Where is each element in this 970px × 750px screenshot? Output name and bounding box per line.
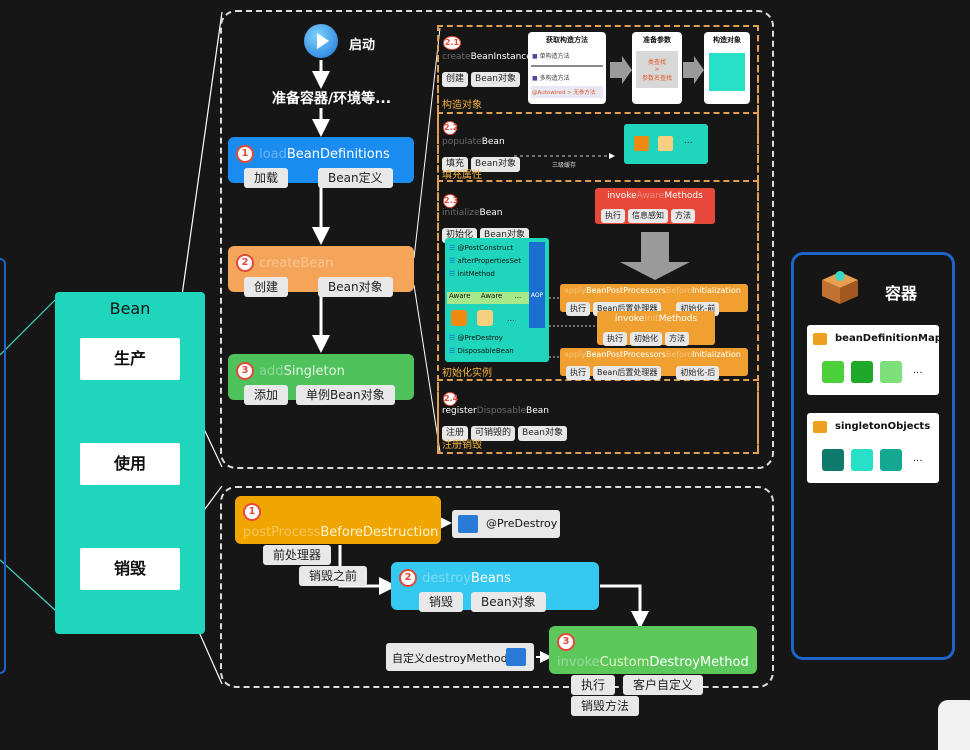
cache-label: 三级缓存 (552, 162, 577, 169)
chip: 创建 (244, 276, 289, 297)
section-2-2-label: 填充属性 (442, 170, 482, 181)
list-icon (458, 515, 478, 533)
teal-line-bottom (0, 559, 56, 611)
section-2-3-title: initializeBean (442, 208, 503, 218)
section-2-1-number: 2.1 (443, 32, 461, 51)
play-icon[interactable] (304, 24, 338, 58)
step-load-bean-definitions[interactable]: 1 loadBeanDefinitions 加载 Bean定义 (228, 137, 414, 188)
line-produce-top (175, 11, 223, 339)
chip: Bean定义 (318, 167, 393, 188)
step-prefix: load (259, 147, 287, 162)
section-2-3-label: 初始化实例 (442, 368, 492, 379)
section-2-4-label: 注册销毁 (442, 440, 482, 451)
section-2-1-label: 构造对象 (442, 100, 482, 111)
custom-destroy-tag: 自定义destroyMethod (386, 643, 534, 671)
stage-use[interactable]: 使用 (80, 443, 180, 485)
arrow-destroy-invoke (600, 584, 649, 629)
step-number: 1 (236, 144, 254, 163)
predestroy-tag: @PreDestroy (452, 510, 560, 538)
step-number: 2 (236, 253, 254, 272)
step-add-singleton[interactable]: 3 addSingleton 添加单例Bean对象 (228, 354, 414, 405)
chip: 单例Bean对象 (296, 384, 395, 405)
corner-logo (938, 700, 970, 750)
bean-definition-map: beanDefinitionMap ... (807, 325, 942, 395)
card-construct-object: 构造对象 (704, 32, 750, 104)
arrow-card2-card3 (683, 56, 704, 84)
step-invoke-custom-destroy-method[interactable]: 3 invokeCustomDestroyMethod 执行客户自定义销毁方法 (549, 626, 757, 716)
section-2-2-title: populateBean (442, 137, 505, 147)
invoke-init-methods[interactable]: invokeInitMethods 执行初始化方法 (597, 311, 715, 346)
list-icon (506, 648, 526, 666)
step-prefix: create (259, 256, 301, 271)
step-title: BeanDefinitions (286, 147, 390, 162)
teal-line-top (0, 299, 56, 356)
container-title: 容器 (885, 284, 918, 303)
step-title: Singleton (283, 364, 345, 379)
section-2-4 (437, 382, 759, 454)
folder-icon (813, 421, 827, 433)
apply-after-initialization[interactable]: applyBeanPostProcessorsBeforeInitializat… (560, 348, 748, 380)
chip: 加载 (244, 167, 289, 188)
card-prepare-params: 准备参数 类查找>参数名查找 (632, 32, 682, 104)
destruction-frame (220, 486, 774, 688)
apply-before-initialization[interactable]: applyBeanPostProcessorsBeforeInitializat… (560, 284, 748, 316)
production-frame (220, 10, 774, 469)
step-prefix: add (259, 364, 284, 379)
populate-card: ... (624, 124, 708, 164)
section-2-3 (437, 182, 759, 381)
line-create-top (413, 27, 441, 259)
folder-icon (813, 333, 827, 345)
section-2-4-number: 2.4 (443, 388, 458, 407)
arrow-post-destroy (338, 545, 397, 595)
aop-label: AOP (530, 292, 544, 299)
step-number: 3 (236, 361, 254, 380)
box-icon (818, 266, 862, 306)
line-create-bottom (413, 284, 441, 453)
prepare-label: 准备容器/环境等... (272, 91, 392, 107)
section-2-4-title: registerDisposableBean (442, 406, 549, 416)
container-panel (791, 252, 955, 660)
section-2-2 (437, 110, 759, 182)
stage-produce[interactable]: 生产 (80, 338, 180, 380)
section-2-1 (437, 25, 759, 114)
chip: Bean对象 (318, 276, 393, 297)
section-2-2-number: 2.2 (443, 117, 458, 136)
lifecycle-card: ☰ @PostConstruct ☰ afterPropertiesSet ☰ … (445, 238, 549, 362)
chip: 添加 (244, 384, 289, 405)
arrow-aware-down (620, 232, 690, 280)
step-create-bean[interactable]: 2 createBean 创建 Bean对象 (228, 246, 414, 297)
invoke-aware-methods[interactable]: invokeAwareMethods 执行信息感知方法 (595, 188, 715, 224)
left-edge-frame (0, 258, 6, 674)
section-2-1-title: createBeanInstance (442, 52, 532, 62)
start-label: 启动 (349, 38, 376, 53)
singleton-objects: singletonObjects ... (807, 413, 939, 483)
stage-destroy[interactable]: 销毁 (80, 548, 180, 590)
section-2-3-number: 2.3 (443, 190, 458, 209)
bean-panel-title: Bean (109, 299, 151, 318)
step-post-process-before-destruction[interactable]: 1 postProcessBeforeDestruction 前处理器销毁之前 (235, 496, 441, 586)
arrow-card1-card2 (610, 56, 632, 84)
step-title: Bean (300, 256, 334, 271)
card-get-constructor: 获取构造方法 ■ 单构造方法 ■ 多构造方法 @Autowired > 无参方法 (528, 32, 606, 104)
